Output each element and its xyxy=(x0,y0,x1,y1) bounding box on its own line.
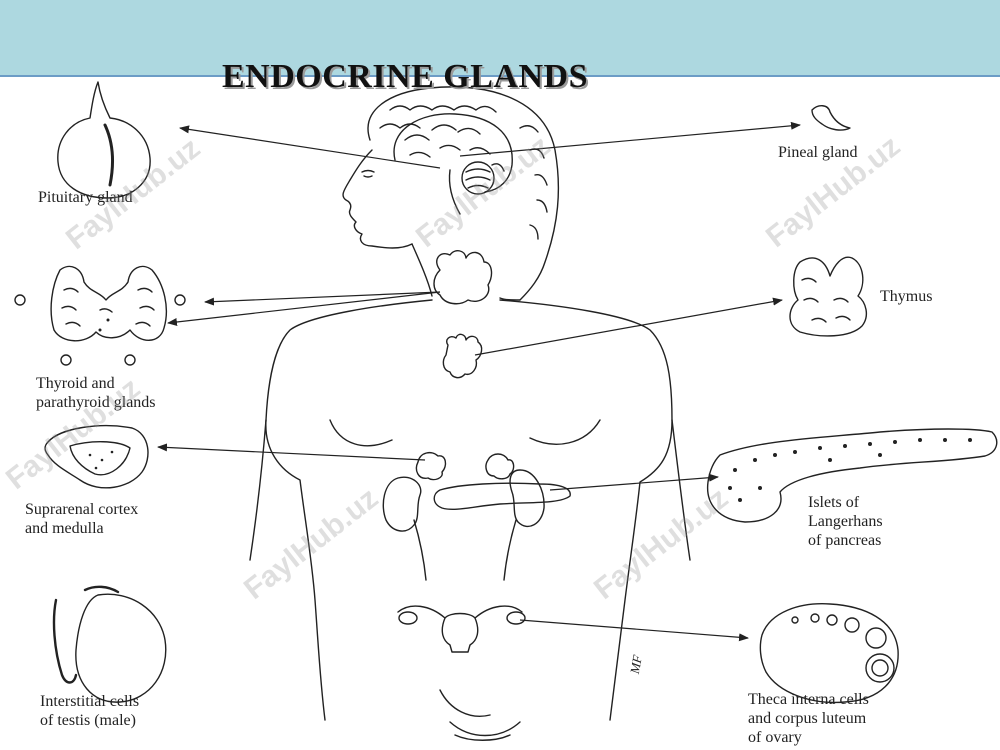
arm-left xyxy=(249,419,267,561)
pancreas-drawing xyxy=(706,428,998,523)
epididymis xyxy=(52,585,120,684)
label-suprarenal: Suprarenal cortex and medulla xyxy=(25,501,139,537)
brain-outline xyxy=(393,113,513,193)
label-pineal: Pineal gland xyxy=(778,144,858,161)
pituitary-shading xyxy=(103,123,114,187)
torso-left xyxy=(265,299,433,721)
hair-outline xyxy=(367,86,560,301)
header-band xyxy=(0,0,1000,75)
body-pancreas xyxy=(433,482,571,511)
parathyroid-4 xyxy=(124,354,136,366)
arrow-pancreas xyxy=(549,473,719,491)
label-testis: Interstitial cells of testis (male) xyxy=(40,693,140,729)
corpus-luteum xyxy=(865,653,895,683)
corpus-luteum-inner xyxy=(871,659,889,677)
body-ovary-left xyxy=(398,611,418,625)
pelvis-lines xyxy=(439,689,521,741)
label-pancreas: Islets of Langerhans of pancreas xyxy=(808,494,883,549)
suprarenal-drawing xyxy=(44,425,149,489)
ovary-drawing xyxy=(759,603,899,704)
ureters xyxy=(413,519,517,581)
body-adrenal-left xyxy=(415,451,447,481)
page-title: ENDOCRINE GLANDS xyxy=(222,58,588,95)
parathyroid-2 xyxy=(174,294,186,306)
suprarenal-medulla xyxy=(69,441,131,476)
follicle-4 xyxy=(844,617,860,633)
thyroid-drawing xyxy=(50,265,167,342)
kidney-right xyxy=(509,469,545,527)
parathyroid-3 xyxy=(60,354,72,366)
thymus-drawing xyxy=(789,256,868,337)
pituitary-gland-drawing xyxy=(57,81,151,199)
arrow-thymus xyxy=(474,297,783,356)
arrow-pituitary xyxy=(179,125,441,169)
gland-dots xyxy=(88,318,972,502)
brain-folds xyxy=(404,124,505,172)
testis-drawing xyxy=(75,593,167,703)
torso-right xyxy=(499,299,673,721)
body-thyroid xyxy=(433,250,493,305)
arrow-ovary xyxy=(519,619,749,642)
pineal-gland-drawing xyxy=(811,105,851,131)
face-profile xyxy=(342,149,413,249)
connector-arrows xyxy=(157,121,801,642)
body-thymus xyxy=(442,333,483,379)
arrow-suprarenal xyxy=(157,443,426,461)
arrow-parathyroid xyxy=(204,291,441,306)
cerebellum xyxy=(461,161,495,195)
arm-right xyxy=(671,419,691,561)
header-rule xyxy=(0,75,1000,77)
label-thymus: Thymus xyxy=(880,288,933,305)
follicle-5 xyxy=(865,627,887,649)
cerebellum-folds xyxy=(465,168,491,189)
arrow-thyroid xyxy=(167,291,441,326)
thyroid-texture xyxy=(61,287,155,327)
follicle-3 xyxy=(826,614,838,626)
breasts xyxy=(329,419,601,447)
body-adrenal-right xyxy=(485,453,515,480)
eye xyxy=(361,169,375,178)
arrow-pineal xyxy=(459,121,801,157)
body-uterus xyxy=(397,605,523,653)
parathyroid-1 xyxy=(14,294,26,306)
body-ovary-right xyxy=(506,611,526,625)
label-thyroid: Thyroid and parathyroid glands xyxy=(36,375,156,411)
thymus-texture xyxy=(801,277,851,323)
brainstem xyxy=(448,169,461,215)
hair-curls xyxy=(379,105,548,240)
label-pituitary: Pituitary gland xyxy=(38,189,133,206)
artist-signature: MF xyxy=(626,653,646,675)
kidney-left xyxy=(382,476,422,532)
follicle-2 xyxy=(810,613,820,623)
label-ovary: Theca interna cells and corpus luteum of… xyxy=(748,691,869,746)
follicle-1 xyxy=(791,616,799,624)
